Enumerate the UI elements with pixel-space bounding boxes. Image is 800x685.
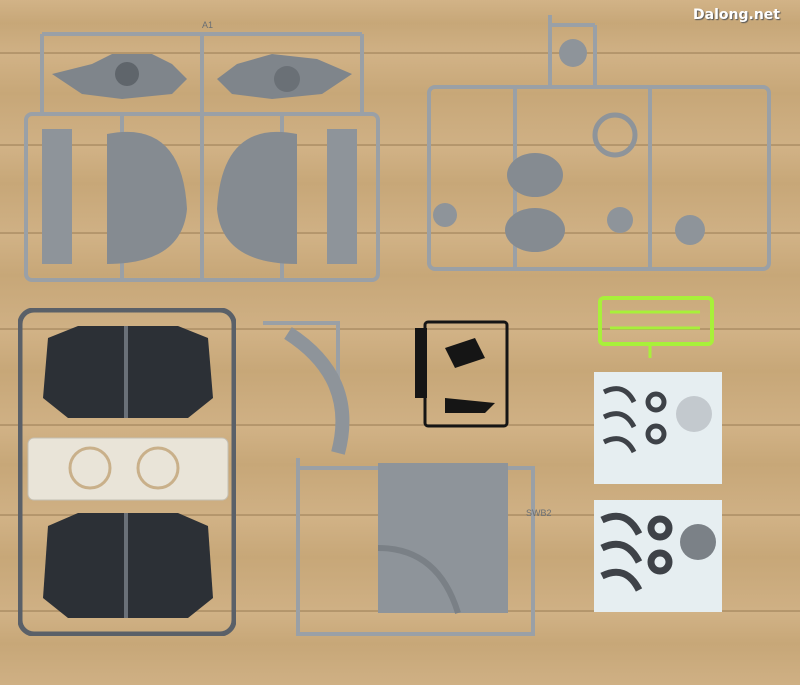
runner-tag-a1: A1 (202, 20, 214, 30)
floor-seam (0, 144, 800, 146)
deck-panel-icon (263, 321, 535, 636)
decal-icon (594, 500, 722, 612)
floor-seam (0, 424, 800, 426)
floor-plank (0, 0, 800, 52)
floor-seam (0, 52, 800, 54)
runner-grey-small-parts (405, 15, 777, 275)
runner-tag-swb2: SWB2 (526, 508, 552, 518)
sprue-icon (415, 320, 509, 428)
runner-green-clear (590, 288, 722, 360)
runner-black-parts (415, 318, 511, 430)
tie-wing-sprue-icon (24, 32, 380, 282)
floor-seam (0, 328, 800, 330)
runner-a1-grey: A1 (22, 20, 382, 286)
sprue-icon (427, 15, 771, 271)
floor-seam (0, 232, 800, 234)
clear-sprue-icon (598, 296, 714, 358)
decal-sheet-bottom (594, 500, 722, 612)
floor-plank (0, 610, 800, 685)
decal-icon (594, 372, 722, 484)
runner-dark-wing-panels (18, 308, 236, 636)
decal-sheet-top (594, 372, 722, 484)
watermark: Dalong.net (693, 7, 780, 23)
solar-panel-icon (18, 308, 236, 636)
runner-grey-deck: SWB2 (258, 318, 552, 636)
